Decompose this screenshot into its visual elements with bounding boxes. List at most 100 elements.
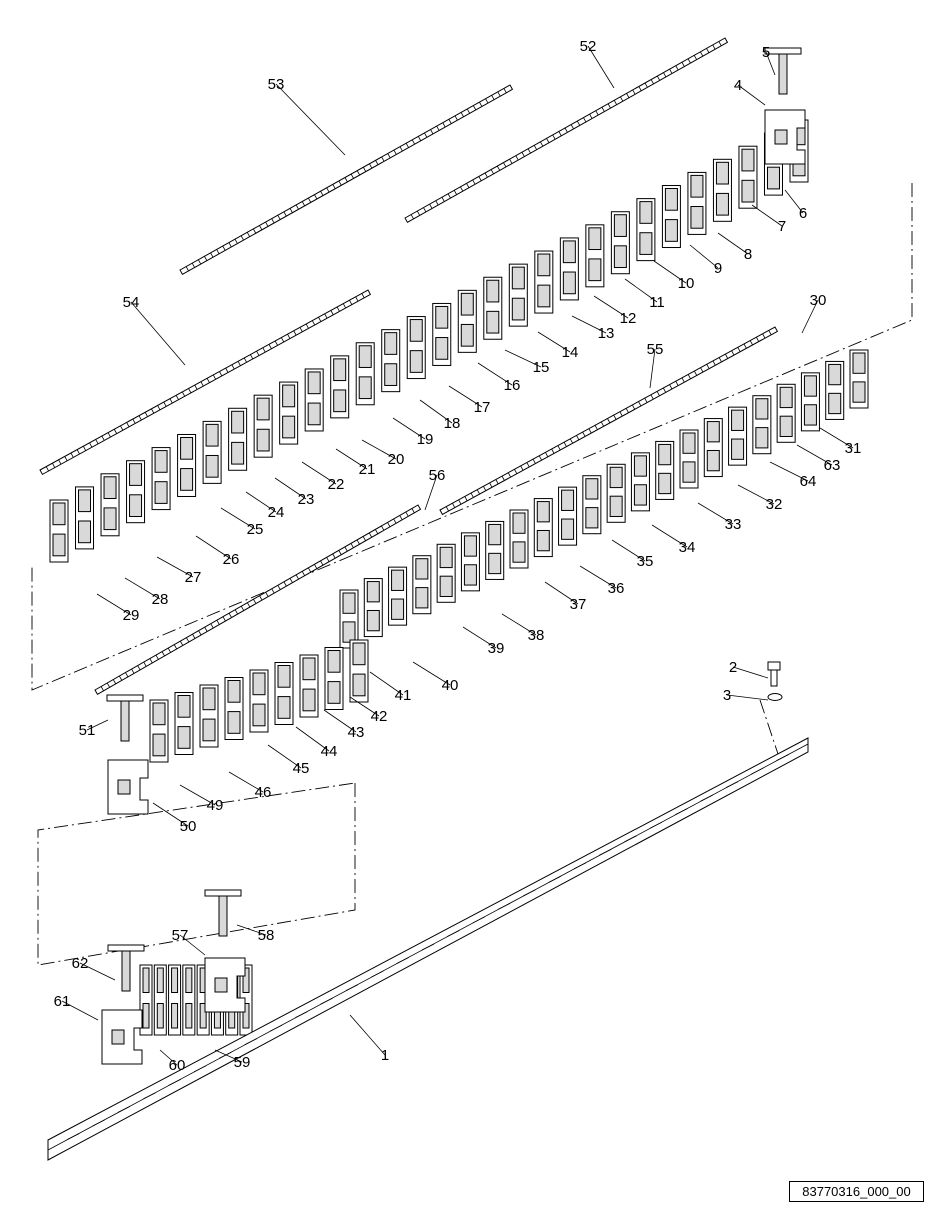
callout-4: 4 (734, 77, 742, 94)
strip-tick (332, 553, 336, 559)
strip-tick (644, 397, 648, 403)
strip-tick (442, 122, 446, 128)
strip-tick (399, 146, 403, 152)
terminal-block (582, 475, 602, 535)
figure-code: 83770316_000_00 (789, 1181, 924, 1202)
strip-tick (216, 619, 220, 625)
strip-tick (256, 350, 260, 356)
leader-line (61, 1000, 99, 1021)
rail-slot (776, 754, 789, 761)
strip-tick (192, 633, 196, 639)
end-stop (764, 109, 806, 165)
strip-tick (228, 242, 232, 248)
strip-tick (268, 344, 272, 349)
strip-tick (687, 374, 691, 380)
terminal-block (339, 589, 359, 649)
leader-line (274, 477, 307, 500)
leader-line (737, 484, 775, 505)
callout-10: 10 (678, 275, 695, 292)
strip-tick (95, 439, 99, 445)
terminal-block (661, 185, 681, 249)
strip-tick (503, 162, 507, 168)
callout-8: 8 (744, 246, 752, 263)
strip-tick (436, 125, 440, 131)
rail-slot (193, 1065, 207, 1073)
callout-55: 55 (647, 341, 664, 358)
rail-slot (396, 957, 409, 964)
strip-tick (706, 48, 710, 53)
block-clamp (52, 502, 66, 526)
terminal-block (559, 237, 579, 301)
block-clamp (460, 292, 474, 316)
block-clamp (439, 546, 453, 569)
leader-line (220, 507, 256, 530)
leader-line (649, 348, 656, 389)
terminal-block (800, 372, 820, 432)
rail-slot (472, 916, 485, 924)
strip-tick (234, 238, 238, 244)
terminal-block (776, 383, 796, 443)
strip-tick (563, 442, 567, 447)
block-clamp (633, 455, 647, 477)
block-clamp (231, 441, 245, 465)
block-clamp (307, 371, 321, 395)
block-clamp (129, 463, 143, 486)
strip-tick (45, 466, 49, 472)
callout-50: 50 (180, 818, 197, 835)
leader-line (301, 461, 337, 485)
strip-tick (106, 682, 111, 688)
block-clamp (352, 673, 366, 697)
leader-line (544, 581, 579, 605)
strip-tick (356, 170, 361, 176)
strip-tick (545, 452, 549, 457)
leader-line (587, 45, 615, 89)
strip-tick (712, 360, 716, 366)
strip-tick (219, 371, 223, 377)
strip-tick (253, 599, 257, 604)
block-clamp (766, 166, 780, 190)
strip-tick (484, 172, 488, 178)
callout-32: 32 (766, 496, 783, 513)
strip-tick (743, 343, 747, 349)
callout-26: 26 (223, 551, 240, 568)
strip-tick (576, 435, 580, 441)
strip-tick (375, 160, 379, 165)
terminal-block (630, 452, 650, 512)
strip-tick (70, 452, 74, 458)
block-clamp (658, 472, 672, 495)
strip-tick (731, 350, 735, 356)
terminal-block (485, 520, 505, 580)
leader-line (796, 444, 833, 466)
leader-line (159, 1049, 178, 1066)
strip-tick (320, 191, 324, 196)
carrier-stem (121, 950, 131, 992)
leader-line (124, 577, 161, 600)
strip-tick (191, 262, 196, 268)
rail-slot (244, 1038, 257, 1046)
strip-tick (338, 180, 342, 186)
strip-tick (712, 44, 716, 50)
strip-tick (344, 546, 348, 552)
block-clamp (690, 174, 704, 198)
strip-tick (483, 486, 487, 491)
strip-tick (607, 418, 611, 424)
strip-tick (546, 138, 550, 143)
leader-line (737, 84, 766, 106)
block-clamp (358, 376, 372, 400)
screw-head (767, 661, 781, 671)
strip-tick (650, 394, 654, 400)
carrier-top (204, 889, 242, 897)
leader-line (275, 83, 346, 156)
marker-strip (404, 37, 729, 224)
block-clamp (171, 1003, 179, 1029)
strip-tick (228, 613, 232, 618)
block-clamp (154, 481, 168, 504)
callout-56: 56 (429, 467, 446, 484)
callout-41: 41 (395, 687, 412, 704)
strip-tick (210, 252, 214, 258)
terminal-block (432, 302, 452, 366)
leader-line (732, 666, 769, 679)
block-clamp (460, 323, 474, 347)
carrier-top (106, 694, 144, 702)
strip-tick (52, 463, 56, 468)
